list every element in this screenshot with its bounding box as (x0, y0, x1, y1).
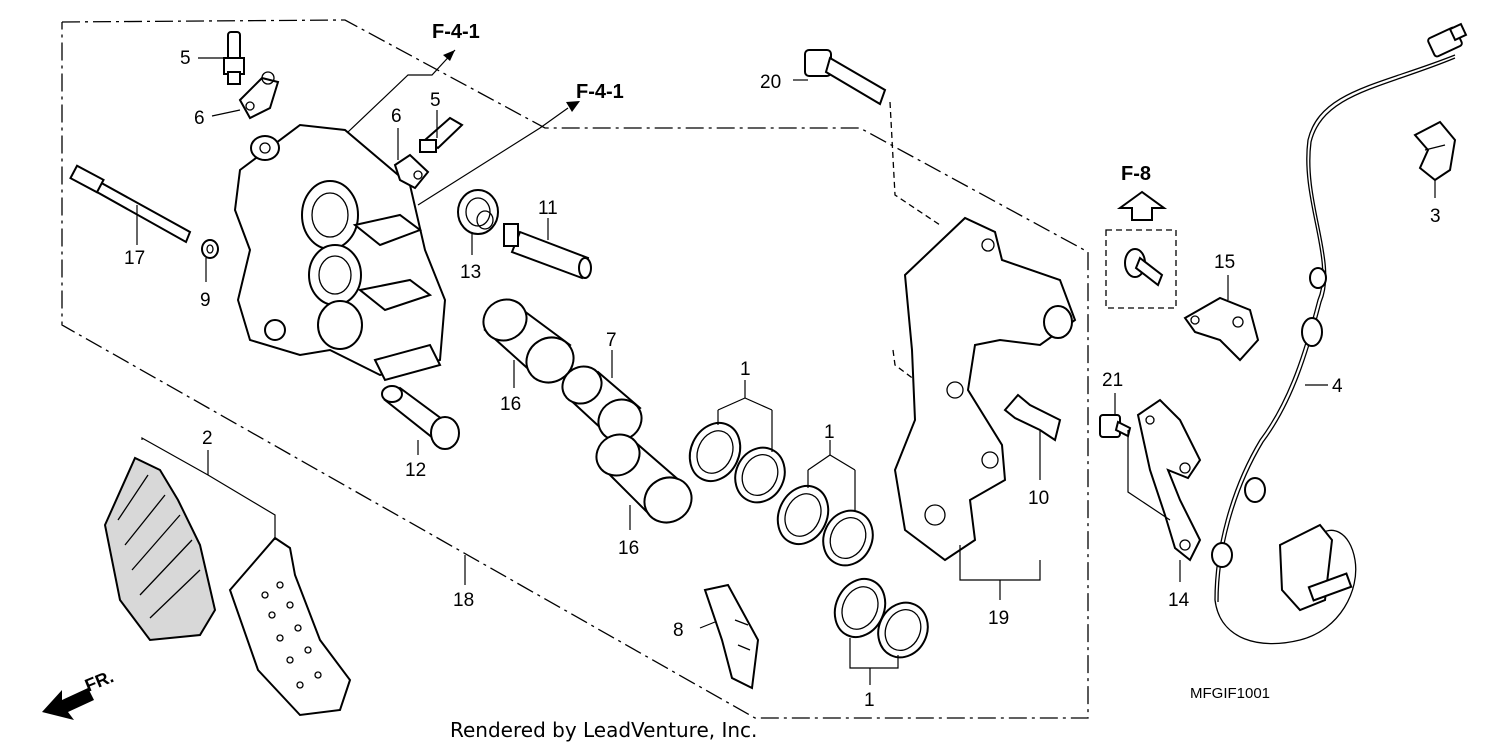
drawing-code: MFGIF1001 (1190, 685, 1270, 702)
part-label-18: 18 (453, 590, 474, 611)
washer-9 (201, 239, 219, 259)
part-label-16-b: 16 (618, 538, 639, 559)
part-label-14: 14 (1168, 590, 1190, 611)
front-label: FR. (82, 666, 116, 695)
part-label-13: 13 (460, 262, 481, 283)
part-label-2: 2 (202, 428, 213, 449)
ref-label-f41-a: F-4-1 (432, 21, 480, 43)
part-label-20: 20 (760, 72, 781, 93)
wire-clamp-3 (1413, 120, 1457, 182)
leader-lines (136, 57, 1436, 685)
sensor-bracket-14 (1136, 398, 1202, 562)
part-label-16-a: 16 (500, 394, 521, 415)
piston-16-b (595, 433, 693, 524)
seal-set-1-b (776, 484, 874, 567)
slide-pin-11 (503, 223, 592, 280)
piston-7 (561, 365, 643, 442)
bleeder-screw-mid (419, 116, 464, 153)
bolt-20 (804, 49, 887, 106)
bolt-15-small (1124, 248, 1164, 287)
bleeder-screw-top (223, 31, 245, 85)
hollow-up-arrow-icon (1116, 190, 1168, 221)
part-label-8: 8 (673, 620, 684, 641)
part-label-15: 15 (1214, 252, 1235, 273)
credit-text: Rendered by LeadVenture, Inc. (450, 718, 757, 742)
assembly-outline-bracket (889, 101, 1177, 381)
part-label-5-mid: 5 (430, 90, 441, 111)
slide-pin-12 (381, 385, 460, 450)
part-label-11: 11 (538, 198, 558, 219)
part-label-9: 9 (200, 290, 211, 311)
caliper-pin-17 (69, 164, 192, 244)
assembly-outline-caliper (61, 19, 1089, 719)
part-label-6-mid: 6 (391, 106, 402, 127)
brake-pad-outer (228, 536, 352, 717)
part-label-7: 7 (606, 330, 617, 351)
bleeder-cap-mid (393, 153, 430, 190)
part-label-1-c: 1 (864, 690, 875, 711)
piston-16-a (482, 298, 575, 384)
front-direction-arrow-icon: FR. (42, 666, 116, 720)
pad-spring-8 (703, 583, 760, 690)
bleeder-cap-top (238, 71, 280, 120)
reference-arrow-f41-b (417, 101, 580, 206)
wheel-speed-sensor-4 (1211, 22, 1468, 645)
reference-arrow-f41-a (347, 49, 456, 133)
ref-label-f8: F-8 (1121, 163, 1151, 185)
part-label-5-top: 5 (180, 48, 191, 69)
part-label-4: 4 (1332, 376, 1343, 397)
part-label-3: 3 (1430, 206, 1441, 227)
caliper-bracket-19 (893, 216, 1077, 562)
part-label-1-b: 1 (824, 422, 835, 443)
part-label-10: 10 (1028, 488, 1049, 509)
retainer-clip-10 (1003, 393, 1062, 442)
sensor-bracket-15 (1183, 296, 1260, 362)
pin-boot-13 (457, 189, 499, 235)
part-label-19: 19 (988, 608, 1009, 629)
part-label-12: 12 (405, 460, 426, 481)
ref-label-f41-b: F-4-1 (576, 81, 624, 103)
part-label-21: 21 (1102, 370, 1123, 391)
part-label-1-a: 1 (740, 359, 751, 380)
caliper-body (233, 123, 447, 382)
seal-set-1-a (688, 421, 786, 504)
seal-set-1-c (833, 577, 929, 659)
part-label-17: 17 (124, 248, 145, 269)
bolt-21 (1099, 414, 1132, 438)
brake-pad-inner (103, 456, 217, 642)
part-label-6-top: 6 (194, 108, 205, 129)
